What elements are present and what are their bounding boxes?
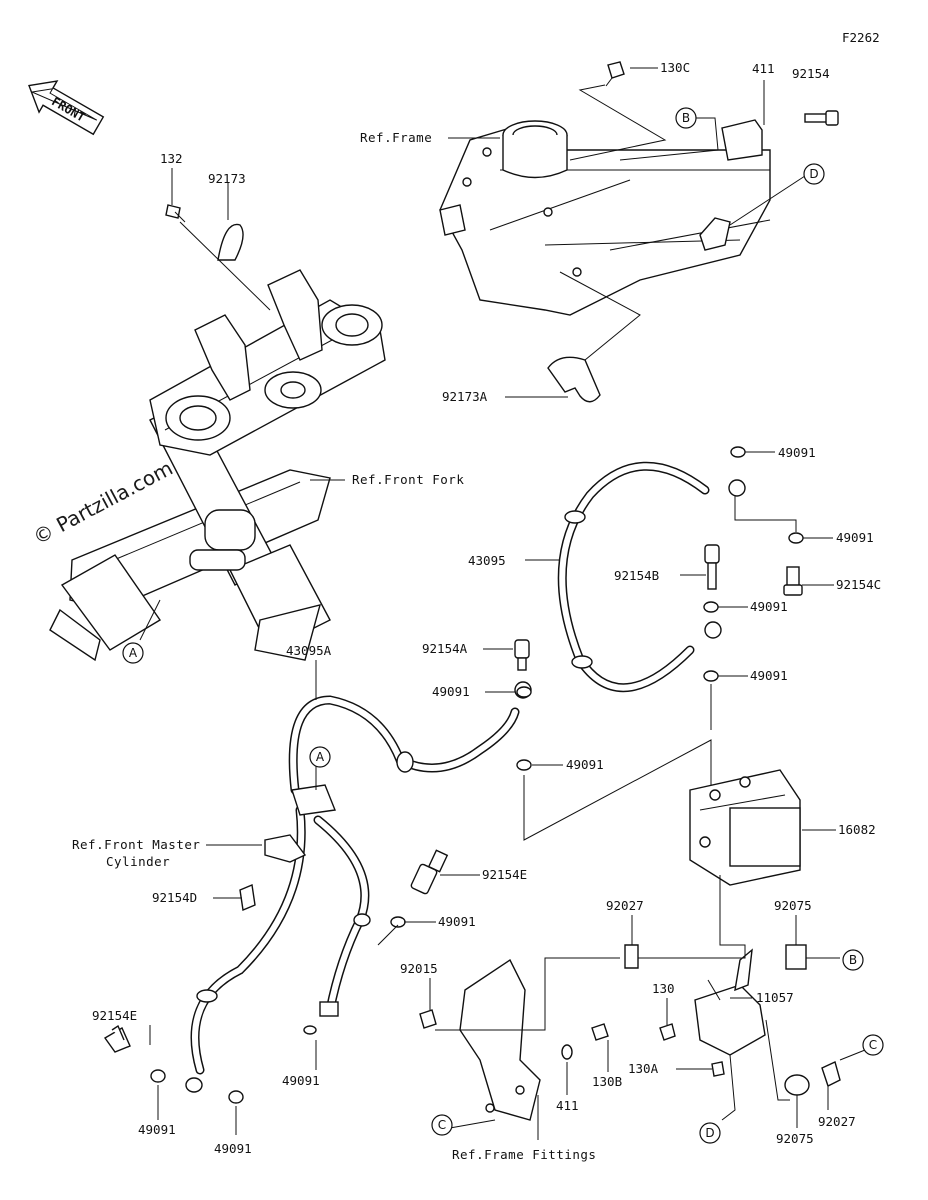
part-49091-i: 49091	[138, 1122, 176, 1137]
bolt-92154a	[514, 639, 530, 671]
callout-a-fork: A	[122, 642, 144, 664]
bolt-92154b	[704, 544, 720, 590]
bolt-132	[165, 204, 186, 223]
callout-b-top: B	[675, 107, 697, 129]
part-49091-c: 49091	[750, 599, 788, 614]
svg-text:D: D	[809, 167, 818, 181]
part-43095: 43095	[468, 553, 506, 568]
svg-text:B: B	[682, 111, 690, 125]
abs-unit-16082	[689, 769, 801, 886]
part-130c: 130C	[660, 60, 690, 75]
callout-a-hose: A	[309, 746, 331, 768]
svg-text:B: B	[849, 953, 857, 967]
part-132: 132	[160, 151, 183, 166]
callout-c-right: C	[862, 1034, 884, 1056]
part-92075-bottom: 92075	[776, 1131, 814, 1146]
part-92154c: 92154C	[836, 577, 881, 592]
bracket-11057	[694, 948, 766, 1056]
part-43095a: 43095A	[286, 643, 332, 658]
part-92154b: 92154B	[614, 568, 659, 583]
svg-text:D: D	[705, 1126, 714, 1140]
part-92075-top: 92075	[774, 898, 812, 913]
ref-front-fork-label: Ref.Front Fork	[352, 472, 464, 487]
bracket-92015	[459, 958, 541, 1121]
leader-lines	[139, 67, 866, 1140]
part-130: 130	[652, 981, 675, 996]
ref-frame-fittings-label: Ref.Frame Fittings	[452, 1147, 596, 1162]
bolt-92154c	[783, 566, 803, 596]
callout-c-left: C	[431, 1114, 453, 1136]
part-92173: 92173	[208, 171, 246, 186]
part-92154-top: 92154	[792, 66, 830, 81]
part-92027-bottom: 92027	[818, 1114, 856, 1129]
part-49091-h: 49091	[282, 1073, 320, 1088]
part-49091-b: 49091	[836, 530, 874, 545]
ref-master-cylinder-label-1: Ref.Front Master	[72, 837, 200, 852]
front-fork-assembly	[49, 269, 386, 662]
part-92154e-right: 92154E	[482, 867, 527, 882]
callout-b-bottom: B	[842, 949, 864, 971]
part-130a: 130A	[628, 1061, 659, 1076]
part-11057: 11057	[756, 990, 794, 1005]
part-92154e-left: 92154E	[92, 1008, 137, 1023]
part-92015: 92015	[400, 961, 438, 976]
brake-hose-lower	[190, 784, 371, 1075]
bracket-92154d	[239, 834, 307, 911]
part-411-top: 411	[752, 61, 775, 76]
callout-d-top: D	[803, 163, 825, 185]
svg-text:C: C	[438, 1118, 446, 1132]
frame-assembly	[439, 119, 771, 316]
part-92154a: 92154A	[422, 641, 468, 656]
part-130b: 130B	[592, 1074, 622, 1089]
part-92154d: 92154D	[152, 890, 197, 905]
svg-text:A: A	[316, 750, 325, 764]
part-49091-j: 49091	[214, 1141, 252, 1156]
figure-id: F2262	[842, 30, 880, 45]
ref-frame-label: Ref.Frame	[360, 130, 432, 145]
clamp-92173	[217, 223, 244, 261]
fitting-92154e-left	[103, 1024, 131, 1053]
svg-text:A: A	[129, 646, 138, 660]
brake-hose-43095	[557, 461, 746, 693]
part-49091-e: 49091	[432, 684, 470, 699]
bolt-130c	[605, 61, 625, 87]
clamp-92173a	[547, 356, 601, 403]
part-92027-top: 92027	[606, 898, 644, 913]
svg-text:C: C	[869, 1038, 877, 1052]
washers	[150, 446, 841, 1104]
part-49091-d: 49091	[750, 668, 788, 683]
bolt-92154-top	[804, 110, 839, 126]
part-49091-g: 49091	[438, 914, 476, 929]
ref-master-cylinder-label-2: Cylinder	[106, 854, 170, 869]
part-92173a: 92173A	[442, 389, 488, 404]
part-49091-a: 49091	[778, 445, 816, 460]
part-49091-f: 49091	[566, 757, 604, 772]
fitting-92154e-right	[410, 849, 449, 895]
part-16082: 16082	[838, 822, 876, 837]
callout-d-bottom: D	[699, 1122, 721, 1144]
part-411-bottom: 411	[556, 1098, 579, 1113]
brake-hose-43095a	[288, 681, 532, 795]
front-arrow-icon: FRONT	[28, 80, 105, 136]
